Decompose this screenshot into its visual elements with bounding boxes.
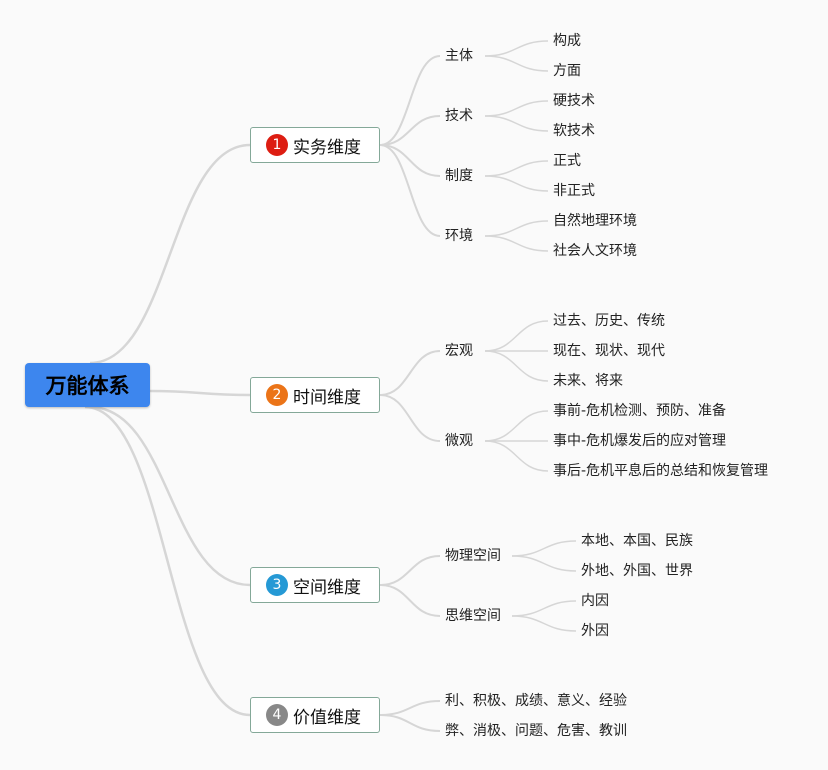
connector-line (484, 100, 549, 117)
connector-line (511, 615, 577, 632)
connector-line (379, 55, 441, 146)
connector-line (484, 410, 549, 442)
leaf-label[interactable]: 软技术 (553, 123, 595, 139)
leaf-label[interactable]: 外地、外国、世界 (581, 563, 693, 579)
branch-label[interactable]: 环境 (445, 228, 473, 244)
dimension-label: 时间维度 (293, 387, 361, 408)
connector-line (484, 440, 549, 472)
leaf-label[interactable]: 方面 (553, 63, 581, 79)
connector-line (511, 555, 577, 572)
number-badge-2: 2 (266, 384, 288, 406)
connector-line (484, 40, 549, 57)
connector-line (84, 405, 251, 717)
leaf-label[interactable]: 事前-危机检测、预防、准备 (553, 403, 727, 419)
connector-line (484, 320, 549, 352)
branch-label[interactable]: 利、积极、成绩、意义、经验 (445, 693, 627, 709)
root-label: 万能体系 (45, 374, 130, 398)
branch-label[interactable]: 宏观 (445, 343, 473, 359)
number-badge-3: 3 (266, 574, 288, 596)
dimension-label: 价值维度 (293, 707, 361, 728)
connector-line (484, 350, 549, 382)
leaf-label[interactable]: 非正式 (553, 183, 595, 199)
dimension-node-4[interactable]: 4 价值维度 (250, 697, 380, 733)
dimension-node-1[interactable]: 1 实务维度 (250, 127, 380, 163)
number-badge-1: 1 (266, 134, 288, 156)
branch-label[interactable]: 制度 (445, 168, 473, 184)
leaf-label[interactable]: 外因 (581, 623, 609, 639)
branch-label[interactable]: 技术 (445, 108, 473, 124)
dimension-node-2[interactable]: 2 时间维度 (250, 377, 380, 413)
dimension-node-3[interactable]: 3 空间维度 (250, 567, 380, 603)
branch-label[interactable]: 物理空间 (445, 548, 501, 564)
connector-line (379, 714, 441, 732)
branch-label[interactable]: 主体 (445, 48, 473, 64)
connector-line (379, 144, 441, 237)
connector-line (379, 115, 441, 146)
connector-line (89, 405, 251, 587)
leaf-label[interactable]: 硬技术 (553, 93, 595, 109)
root-node[interactable]: 万能体系 (25, 363, 150, 407)
connector-line (484, 115, 549, 132)
connector-line (484, 235, 549, 252)
leaf-label[interactable]: 正式 (553, 153, 581, 169)
leaf-label[interactable]: 过去、历史、传统 (553, 313, 665, 329)
dimension-label: 空间维度 (293, 577, 361, 598)
connector-line (379, 700, 441, 716)
leaf-label[interactable]: 未来、将来 (553, 373, 623, 389)
leaf-label[interactable]: 内因 (581, 593, 609, 609)
leaf-label[interactable]: 本地、本国、民族 (581, 533, 693, 549)
connector-line (379, 555, 441, 586)
branch-label[interactable]: 弊、消极、问题、危害、教训 (445, 723, 627, 739)
connector-line (379, 350, 441, 396)
connector-line (149, 389, 251, 397)
leaf-label[interactable]: 事中-危机爆发后的应对管理 (553, 433, 727, 449)
leaf-label[interactable]: 自然地理环境 (553, 213, 637, 229)
number-badge-4: 4 (266, 704, 288, 726)
leaf-label[interactable]: 社会人文环境 (553, 243, 637, 259)
connector-line (511, 540, 577, 557)
leaf-label[interactable]: 构成 (553, 33, 581, 49)
connector-line (379, 144, 441, 177)
connector-line (484, 175, 549, 192)
leaf-label[interactable]: 事后-危机平息后的总结和恢复管理 (553, 463, 769, 479)
connector-line (89, 143, 251, 365)
connector-line (484, 160, 549, 177)
connector-line (484, 55, 549, 72)
connector-line (484, 220, 549, 237)
connector-line (511, 600, 577, 617)
branch-label[interactable]: 思维空间 (445, 608, 501, 624)
connector-line (379, 394, 441, 442)
connector-line (379, 584, 441, 617)
leaf-label[interactable]: 现在、现状、现代 (553, 343, 665, 359)
dimension-label: 实务维度 (293, 137, 361, 158)
branch-label[interactable]: 微观 (445, 433, 473, 449)
